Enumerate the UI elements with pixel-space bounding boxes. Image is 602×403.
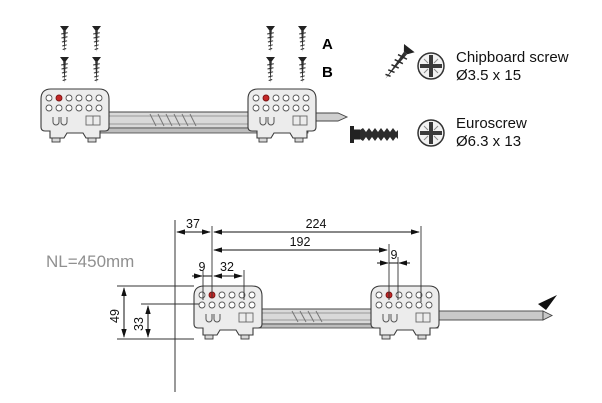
euroscrew-size: Ø6.3 x 13	[456, 133, 522, 150]
euroscrew-head-icon	[417, 119, 445, 147]
dimension-lines	[121, 229, 420, 338]
euroscrew-icon	[350, 126, 398, 143]
mounting-screws	[59, 25, 308, 84]
chipboard-screw-icon	[379, 43, 416, 84]
front-bracket-bottom	[193, 285, 263, 340]
nominal-length-label: NL=450mm	[46, 252, 135, 271]
chipboard-screw-label: Chipboard screw	[456, 49, 569, 66]
rear-bracket-bottom	[370, 285, 440, 340]
extension-lines	[117, 226, 422, 340]
dim-32: 32	[220, 260, 234, 274]
dim-192: 192	[290, 235, 311, 249]
front-bracket	[40, 88, 110, 143]
chipboard-screw-head-icon	[417, 52, 445, 80]
runner-rail	[57, 111, 349, 134]
chipboard-screw-size: Ø3.5 x 15	[456, 67, 522, 84]
callout-b: B	[322, 64, 333, 81]
callout-a: A	[322, 36, 333, 53]
dim-37: 37	[186, 217, 200, 231]
dim-9-right: 9	[391, 248, 398, 262]
rear-bracket	[247, 88, 317, 143]
assembly-dimension-view: 37 224 192 9 9 32 49 33	[108, 217, 557, 392]
dim-9-left: 9	[199, 260, 206, 274]
dim-33: 33	[132, 317, 146, 331]
dim-224: 224	[306, 217, 327, 231]
assembly-installation-view	[40, 25, 349, 143]
dim-49: 49	[108, 309, 122, 323]
euroscrew-label: Euroscrew	[456, 115, 527, 132]
extension-direction-arrow	[538, 295, 557, 310]
